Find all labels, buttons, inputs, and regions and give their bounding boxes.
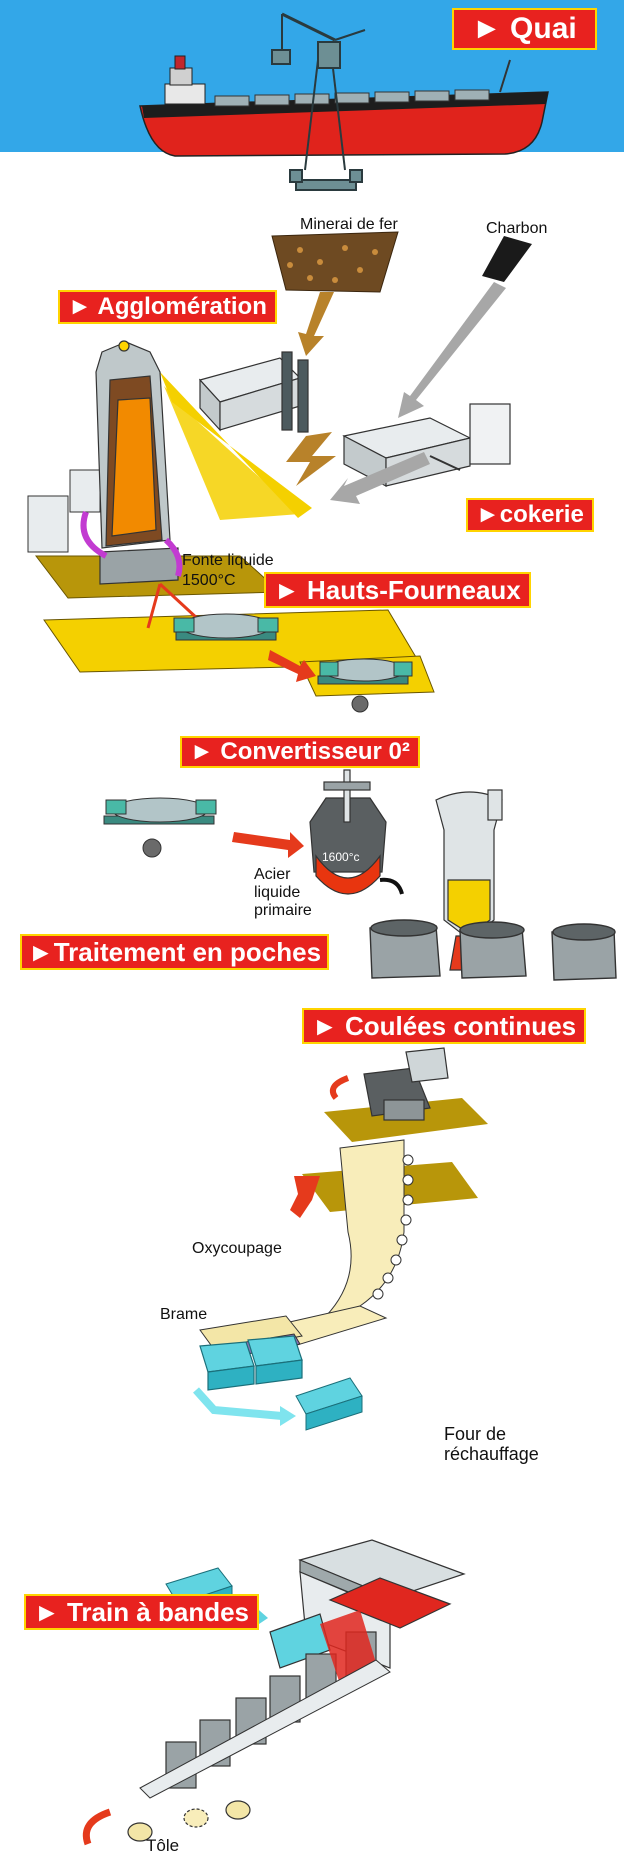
label-fonte-2: 1500°C — [182, 572, 236, 589]
banner-convertisseur: ► Convertisseur 0² — [180, 736, 420, 768]
label-brame: Brame — [160, 1306, 208, 1323]
turret-ladles — [363, 1047, 449, 1121]
label-minerai: Minerai de fer — [300, 216, 398, 233]
coke-arrow — [330, 452, 430, 504]
turret-arrow — [330, 1075, 350, 1100]
banner-traitement: ►Traitement en poches — [20, 934, 330, 970]
sinter-plant — [198, 351, 309, 433]
coal-arrow — [398, 282, 506, 418]
slab-exit-arrow — [193, 1387, 283, 1420]
ladle-1 — [369, 919, 441, 979]
slabs — [199, 1335, 303, 1391]
banner-quai: ► Quai — [452, 8, 597, 50]
ladle-2 — [459, 921, 527, 979]
coil-return-arrow — [82, 1808, 112, 1846]
converter — [309, 769, 387, 895]
ore-texture — [287, 245, 378, 283]
caster-strand — [270, 1139, 405, 1347]
torpedo-car-2 — [317, 658, 413, 713]
ore-arrow — [298, 292, 334, 356]
iron-runner-2 — [146, 583, 162, 629]
hot-blast-pipe — [80, 510, 108, 559]
label-charbon: Charbon — [486, 220, 548, 237]
ladle-3 — [551, 923, 617, 981]
banner-hauts-fourneaux: ► Hauts-Fourneaux — [264, 572, 531, 608]
converter-tilt-arrow — [379, 877, 404, 895]
banner-coulees: ► Coulées continues — [302, 1008, 587, 1044]
sinter-arrow — [286, 432, 336, 486]
label-1600: 1600°c — [322, 850, 360, 864]
torpedo-arrow — [268, 650, 316, 682]
yellow-fan — [164, 386, 300, 520]
ship — [139, 55, 549, 157]
coke-plant — [342, 403, 511, 487]
label-acier-3: primaire — [254, 902, 312, 919]
dock-crane — [271, 12, 366, 191]
label-four-2: réchauffage — [444, 1444, 539, 1464]
slab-stack-1 — [295, 1377, 363, 1431]
label-four-1: Four de — [444, 1424, 507, 1444]
yellow-beam — [160, 372, 312, 518]
slab-exit-head — [280, 1406, 296, 1426]
roll-table — [139, 1659, 391, 1799]
label-oxycoupage: Oxycoupage — [192, 1240, 282, 1257]
label-acier-1: Acier — [254, 866, 291, 883]
label-fonte-1: Fonte liquide — [182, 552, 274, 569]
coal-pile — [482, 236, 532, 282]
caster-arrow — [290, 1176, 320, 1218]
furnace-auxiliary — [27, 469, 101, 553]
banner-train: ► Train à bandes — [24, 1594, 260, 1630]
torpedo-car-3 — [103, 797, 217, 858]
strand-rolls — [372, 1154, 414, 1300]
converter-arrow — [232, 832, 304, 858]
hot-blast-pipe-right — [163, 537, 183, 577]
torpedo-car-1 — [173, 613, 279, 641]
iron-ore-pile — [271, 231, 399, 293]
label-tole: Tôle — [146, 1836, 180, 1855]
banner-agglomeration: ► Agglomération — [58, 290, 277, 324]
coils — [127, 1800, 251, 1842]
blast-furnace — [95, 340, 179, 585]
label-acier-2: liquide — [254, 884, 301, 901]
banner-cokerie: ►cokerie — [466, 498, 594, 532]
